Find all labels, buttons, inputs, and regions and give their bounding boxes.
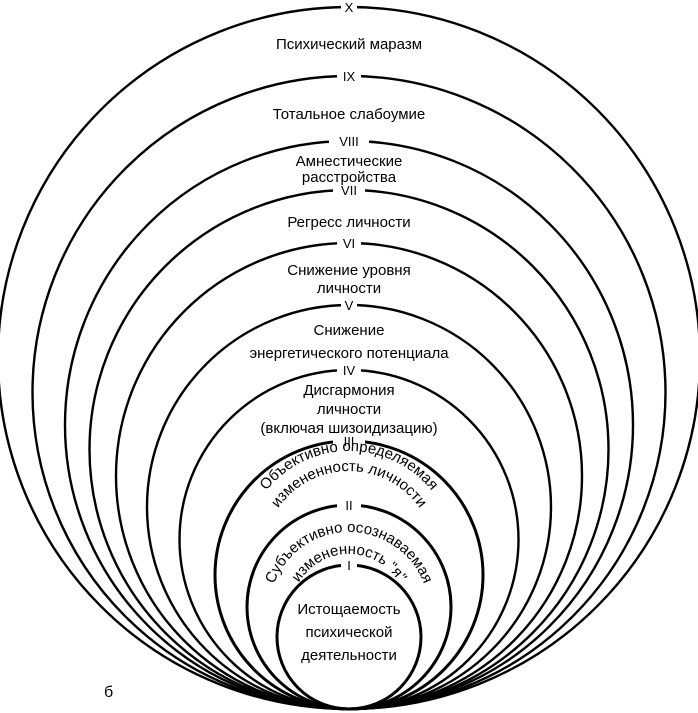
level-label: (включая шизоидизацию) xyxy=(260,420,437,437)
level-numeral: I xyxy=(347,558,351,573)
level-label: личности xyxy=(317,280,381,297)
level-label: Снижение xyxy=(314,322,385,339)
numeral-gap xyxy=(341,560,357,570)
numeral-gap xyxy=(337,365,361,375)
level-label: Истощаемость xyxy=(297,601,400,618)
level-numeral: X xyxy=(345,0,354,15)
numeral-gap xyxy=(333,436,365,446)
numeral-gap xyxy=(337,238,361,248)
level-numeral: II xyxy=(345,498,352,513)
level-numeral: V xyxy=(345,298,354,313)
numeral-gap xyxy=(341,2,357,12)
level-label: Амнестические xyxy=(296,153,403,170)
level-label: личности xyxy=(317,401,381,418)
level-numeral: VII xyxy=(341,183,357,198)
numeral-gap xyxy=(337,500,361,510)
level-circle xyxy=(213,439,485,711)
numeral-gap xyxy=(329,136,369,146)
level-label: Снижение уровня xyxy=(287,262,410,279)
level-label: Психический маразм xyxy=(276,36,422,53)
level-numeral: VI xyxy=(343,236,355,251)
level-label: Регресс личности xyxy=(287,214,410,231)
level-label: энергетического потенциала xyxy=(249,345,449,362)
level-label: деятельности xyxy=(301,647,397,664)
level-numeral: VIII xyxy=(339,134,359,149)
level-numeral: IV xyxy=(343,363,356,378)
numeral-gap xyxy=(337,71,361,81)
numeral-gap xyxy=(333,185,365,195)
level-label: психической xyxy=(306,624,393,641)
level-label: расстройства xyxy=(302,169,397,186)
numeral-gap xyxy=(341,300,357,310)
level-label: Дисгармония xyxy=(303,382,394,399)
level-numeral: III xyxy=(344,434,355,449)
level-label: Тотальное слабоумие xyxy=(273,106,425,123)
level-numeral: IX xyxy=(343,69,356,84)
corner-label: б xyxy=(104,684,113,701)
